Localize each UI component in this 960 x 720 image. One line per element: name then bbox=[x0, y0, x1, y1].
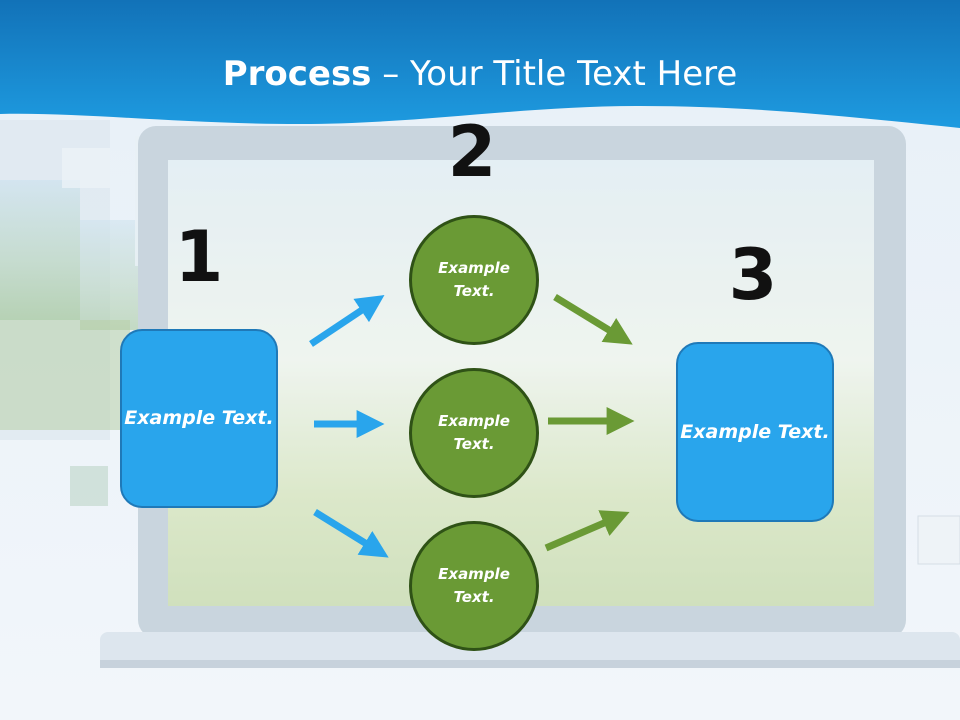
step-3-label: Example Text. bbox=[680, 420, 830, 443]
step-2-node-bottom: Example Text. bbox=[409, 521, 539, 651]
step-2-node-label: Example Text. bbox=[438, 259, 510, 300]
step-2-node-top: Example Text. bbox=[409, 215, 539, 345]
step-1-box: Example Text. bbox=[120, 329, 278, 508]
step-number-2: 2 bbox=[447, 111, 497, 193]
step-2-node-middle: Example Text. bbox=[409, 368, 539, 498]
step-number-1: 1 bbox=[174, 216, 224, 298]
step-2-node-label: Example Text. bbox=[438, 565, 510, 606]
step-2-node-label: Example Text. bbox=[438, 412, 510, 453]
title-bold: Process bbox=[222, 54, 372, 94]
slide-title: Process – Your Title Text Here bbox=[0, 52, 960, 96]
title-rest: – Your Title Text Here bbox=[371, 54, 738, 94]
step-number-3: 3 bbox=[728, 234, 778, 316]
step-1-label: Example Text. bbox=[124, 407, 274, 429]
step-3-box: Example Text. bbox=[676, 342, 834, 522]
